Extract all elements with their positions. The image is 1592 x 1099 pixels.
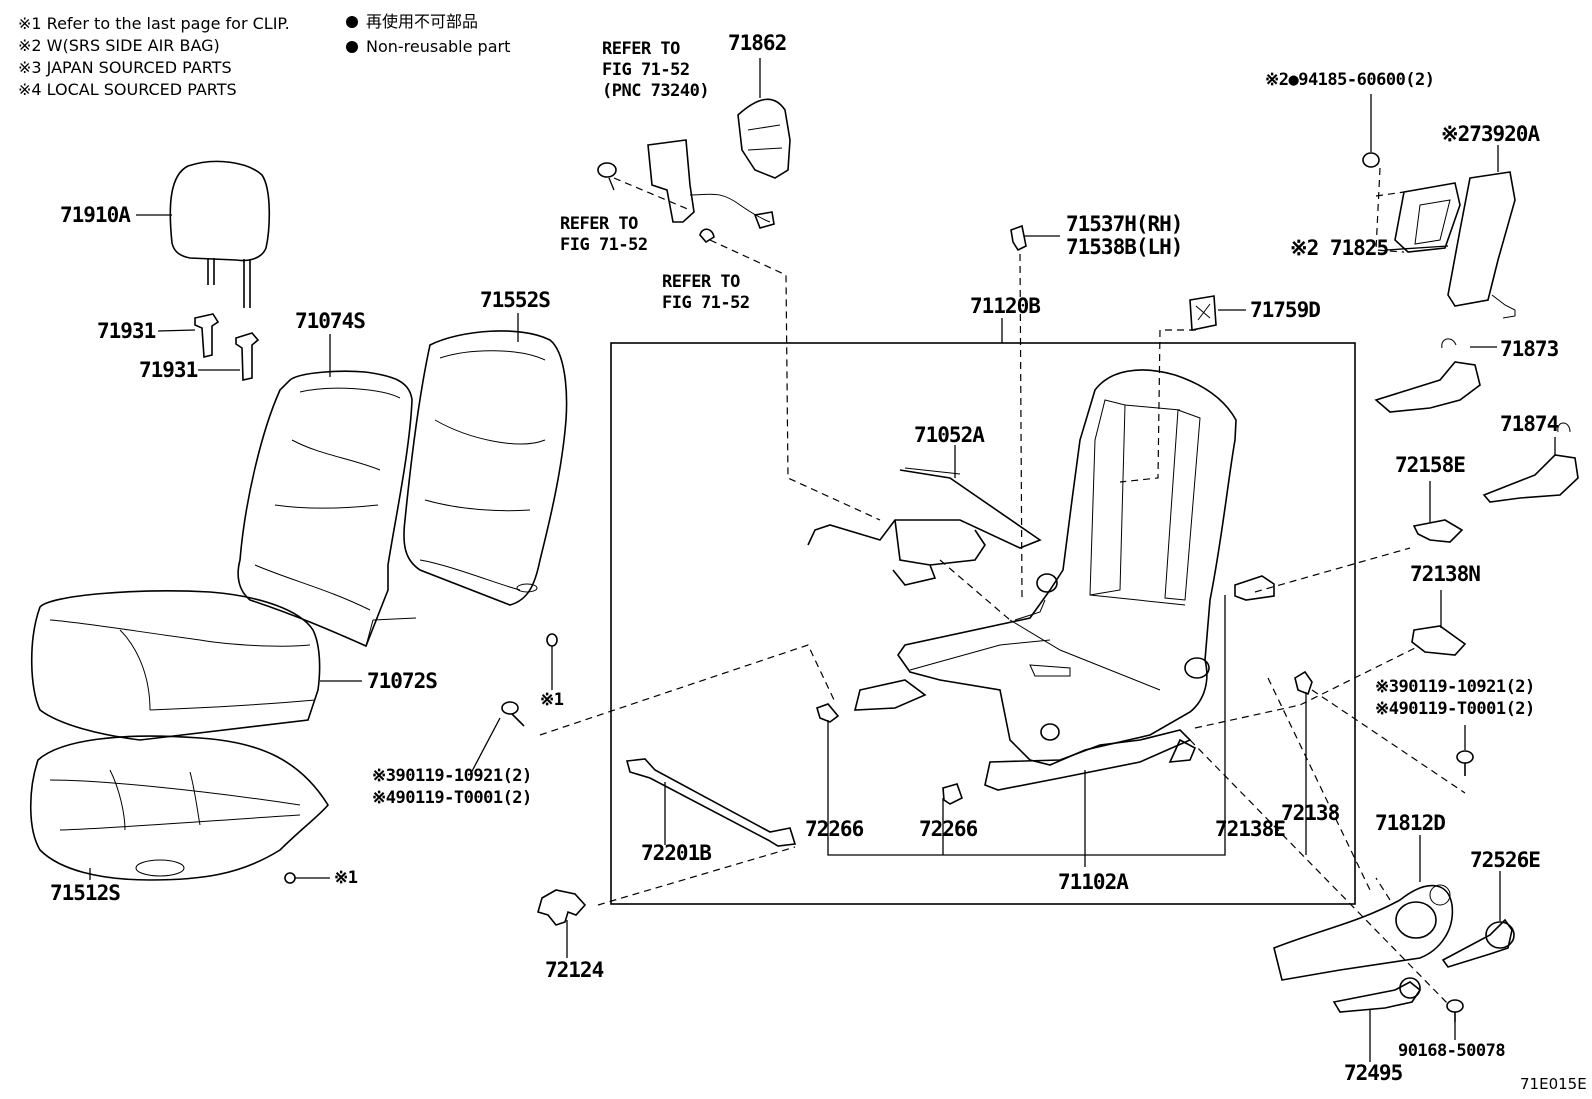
part-label-71931-upper[interactable]: 71931 xyxy=(97,319,156,343)
part-72124-drawing xyxy=(537,889,587,926)
part-label-71537h[interactable]: 71537H(RH) xyxy=(1066,212,1183,236)
illustration-code: 71E015E xyxy=(1520,1075,1587,1093)
part-label-71074s[interactable]: 71074S xyxy=(295,309,366,333)
seatback-pad-drawing xyxy=(403,330,568,606)
part-label-71825[interactable]: ※2 71825 xyxy=(1290,236,1389,260)
refer-label-3-line1[interactable]: REFER TO xyxy=(662,272,740,292)
clip-small-2-drawing xyxy=(284,872,296,884)
part-label-90119-10921-left[interactable]: ※390119-10921(2) xyxy=(372,766,532,786)
seat-cushion-cover-drawing xyxy=(30,590,321,741)
refer-label-1-line1[interactable]: REFER TO xyxy=(602,39,680,59)
part-label-71873[interactable]: 71873 xyxy=(1500,337,1559,361)
side-airbag-drawing xyxy=(1362,152,1516,319)
headrest-drawing xyxy=(169,160,271,308)
note-clip-ref: ※1 Refer to the last page for CLIP. xyxy=(18,14,290,33)
legend-jp: 再使用不可部品 xyxy=(346,14,478,30)
part-label-72138e[interactable]: 72138E xyxy=(1215,817,1286,841)
refer-label-2-line1[interactable]: REFER TO xyxy=(560,214,638,234)
part-label-72138[interactable]: 72138 xyxy=(1281,801,1340,825)
recliner-cover-71874-drawing xyxy=(1482,422,1579,503)
part-label-71102a[interactable]: 71102A xyxy=(1058,870,1129,894)
part-label-71538b[interactable]: 71538B(LH) xyxy=(1066,235,1183,259)
clip-72266a-drawing xyxy=(816,703,840,723)
non-reusable-dot-icon xyxy=(346,16,358,28)
legend-en-text: Non-reusable part xyxy=(366,37,511,56)
part-label-72495[interactable]: 72495 xyxy=(1344,1061,1403,1085)
bolt-90119-left-drawing xyxy=(501,701,525,727)
part-label-90168-50078[interactable]: 90168-50078 xyxy=(1398,1041,1506,1061)
part-label-90119-10921-right[interactable]: ※390119-10921(2) xyxy=(1375,677,1535,697)
bolt-90119-right-drawing xyxy=(1456,750,1474,776)
part-label-72158e[interactable]: 72158E xyxy=(1395,453,1466,477)
seatbelt-buckle-drawing xyxy=(597,139,775,244)
recliner-cover-71812d-drawing xyxy=(1273,884,1454,981)
part-72158e-drawing xyxy=(1412,519,1464,543)
link-rod-drawing xyxy=(625,758,797,847)
part-label-72201b[interactable]: 72201B xyxy=(641,841,712,865)
legend-en: Non-reusable part xyxy=(346,39,510,55)
part-label-71931-lower[interactable]: 71931 xyxy=(139,358,198,382)
clip-71537-drawing xyxy=(1010,224,1027,252)
seat-spring-drawing xyxy=(807,467,1042,586)
lever-72526e-drawing xyxy=(1441,918,1515,968)
part-72138n-drawing xyxy=(1411,625,1467,656)
refer-label-1-line3[interactable]: (PNC 73240) xyxy=(602,81,710,101)
non-reusable-dot-icon xyxy=(346,41,358,53)
part-label-71874[interactable]: 71874 xyxy=(1500,412,1559,436)
part-72138-drawing xyxy=(1294,670,1313,696)
part-label-72266-right[interactable]: 72266 xyxy=(919,817,978,841)
legend-jp-text: 再使用不可部品 xyxy=(366,12,479,31)
part-label-72138n[interactable]: 72138N xyxy=(1410,562,1481,586)
part-71759d-drawing xyxy=(1189,295,1217,331)
part-label-71862[interactable]: 71862 xyxy=(728,31,787,55)
part-label-71512s[interactable]: 71512S xyxy=(50,881,121,905)
clip-ref-label-upper[interactable]: ※1 xyxy=(540,690,564,710)
clip-72266b-drawing xyxy=(942,783,963,805)
headrest-support-drawing xyxy=(194,313,260,381)
refer-label-2-line2[interactable]: FIG 71-52 xyxy=(560,235,648,255)
part-label-94185-60600[interactable]: ※2●94185-60600(2) xyxy=(1265,70,1435,90)
note-srs-airbag: ※2 W(SRS SIDE AIR BAG) xyxy=(18,36,220,55)
part-label-71552s[interactable]: 71552S xyxy=(480,288,551,312)
part-label-90119-t0001-left[interactable]: ※490119-T0001(2) xyxy=(372,788,532,808)
part-label-71910a[interactable]: 71910A xyxy=(60,203,131,227)
part-label-73920a[interactable]: ※273920A xyxy=(1441,122,1540,146)
assembly-frame-box xyxy=(610,342,1356,905)
clip-small-drawing xyxy=(546,633,558,647)
part-label-71072s[interactable]: 71072S xyxy=(367,669,438,693)
note-japan-sourced: ※3 JAPAN SOURCED PARTS xyxy=(18,58,232,77)
part-72138e-drawing xyxy=(1234,575,1275,601)
note-local-sourced: ※4 LOCAL SOURCED PARTS xyxy=(18,80,237,99)
seat-cushion-pad-drawing xyxy=(29,735,329,881)
part-label-71812d[interactable]: 71812D xyxy=(1375,811,1446,835)
bolt-90168-drawing xyxy=(1446,999,1464,1022)
seat-frame-drawing xyxy=(853,369,1237,791)
part-label-71052a[interactable]: 71052A xyxy=(914,423,985,447)
clip-ref-label-lower[interactable]: ※1 xyxy=(334,868,358,888)
refer-label-3-line2[interactable]: FIG 71-52 xyxy=(662,293,750,313)
part-label-72266-left[interactable]: 72266 xyxy=(805,817,864,841)
buckle-cover-drawing xyxy=(737,98,791,179)
part-label-90119-t0001-right[interactable]: ※490119-T0001(2) xyxy=(1375,699,1535,719)
recliner-cover-71873-drawing xyxy=(1374,338,1481,413)
part-label-71120b[interactable]: 71120B xyxy=(970,294,1041,318)
cover-72495-drawing xyxy=(1332,977,1422,1013)
refer-label-1-line2[interactable]: FIG 71-52 xyxy=(602,60,690,80)
seatback-cover-drawing xyxy=(237,370,417,648)
part-label-71759d[interactable]: 71759D xyxy=(1250,298,1321,322)
part-label-72124[interactable]: 72124 xyxy=(545,958,604,982)
part-label-72526e[interactable]: 72526E xyxy=(1470,848,1541,872)
